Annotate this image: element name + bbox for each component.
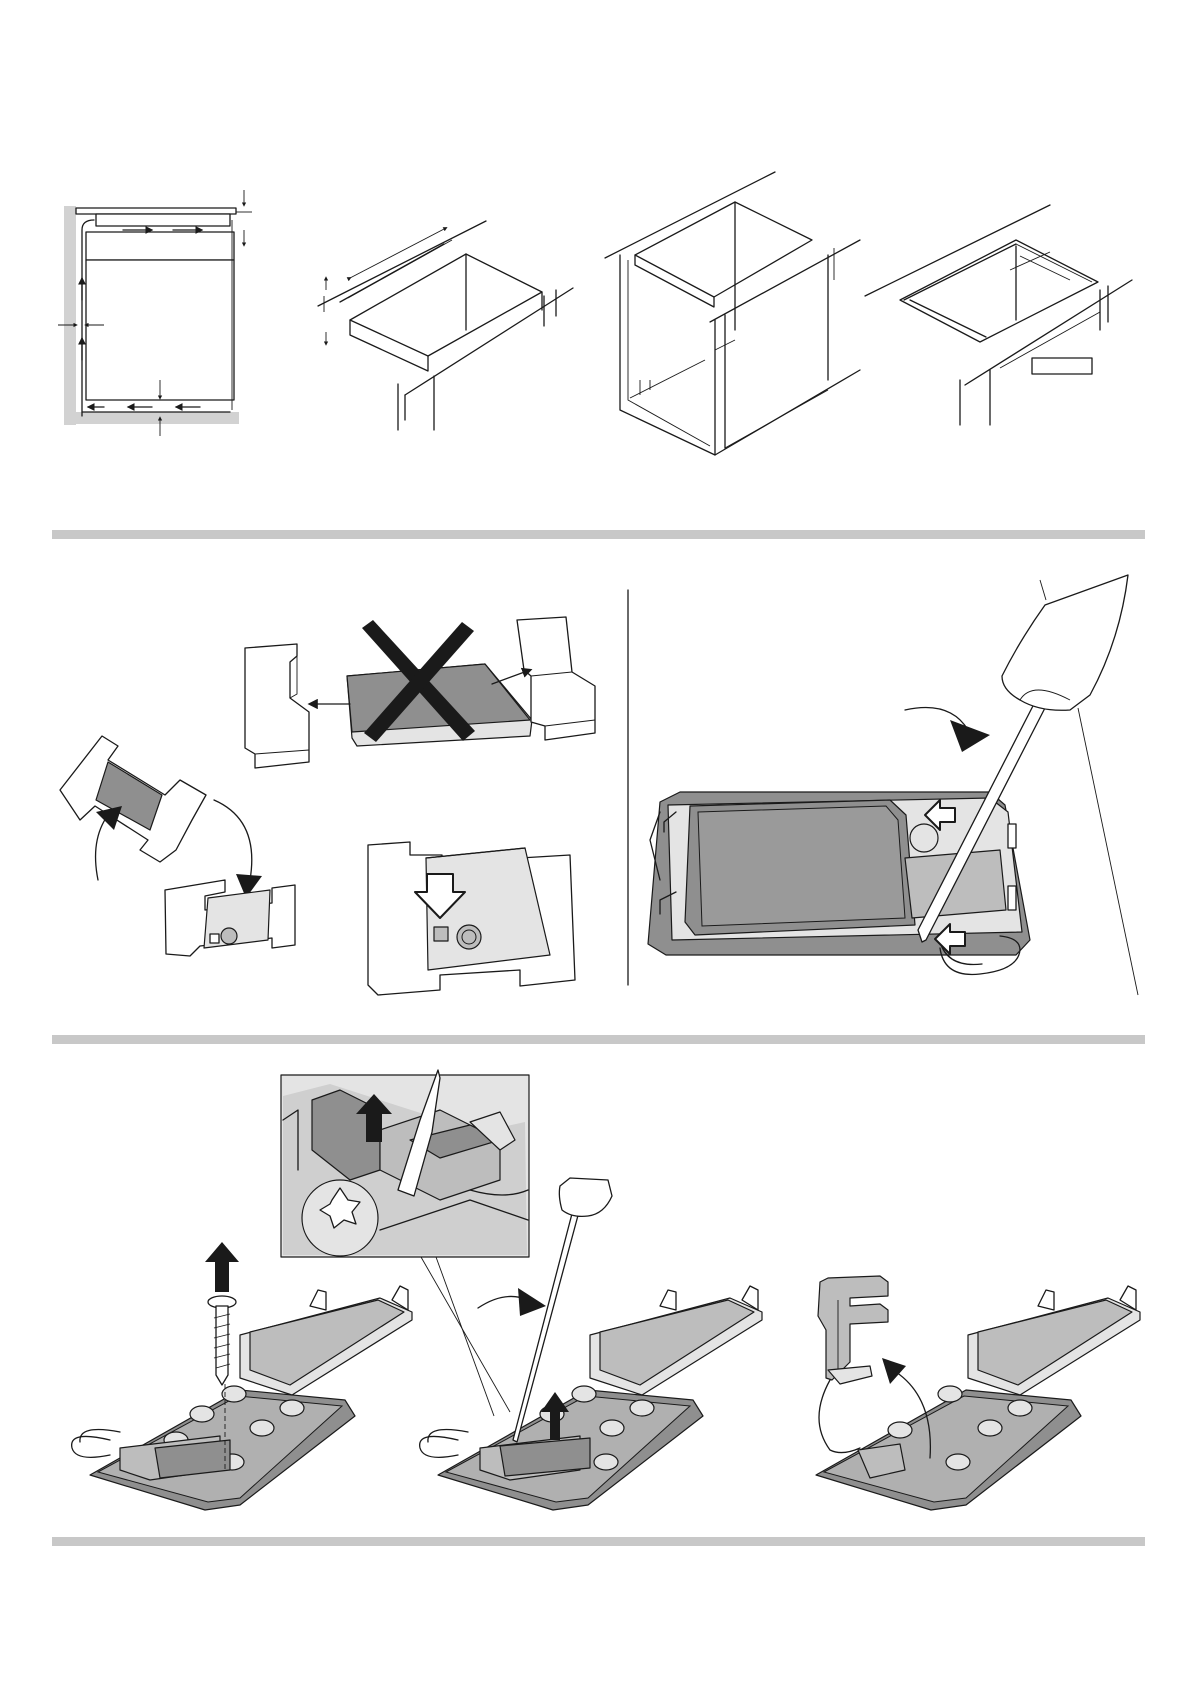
curved-arrow-icon (905, 708, 990, 753)
screwdriver-release-housing (648, 575, 1138, 995)
remove-screw (72, 1242, 412, 1510)
cabinet-carcass (605, 172, 860, 455)
worktop-cutout (318, 221, 573, 430)
worktop-with-frame (865, 205, 1132, 425)
up-arrow-icon (205, 1242, 239, 1292)
ventilation-cross-section (58, 190, 252, 436)
unpack-hob (60, 617, 595, 995)
remove-bracket (816, 1276, 1140, 1510)
curved-arrow-icon (478, 1288, 546, 1316)
